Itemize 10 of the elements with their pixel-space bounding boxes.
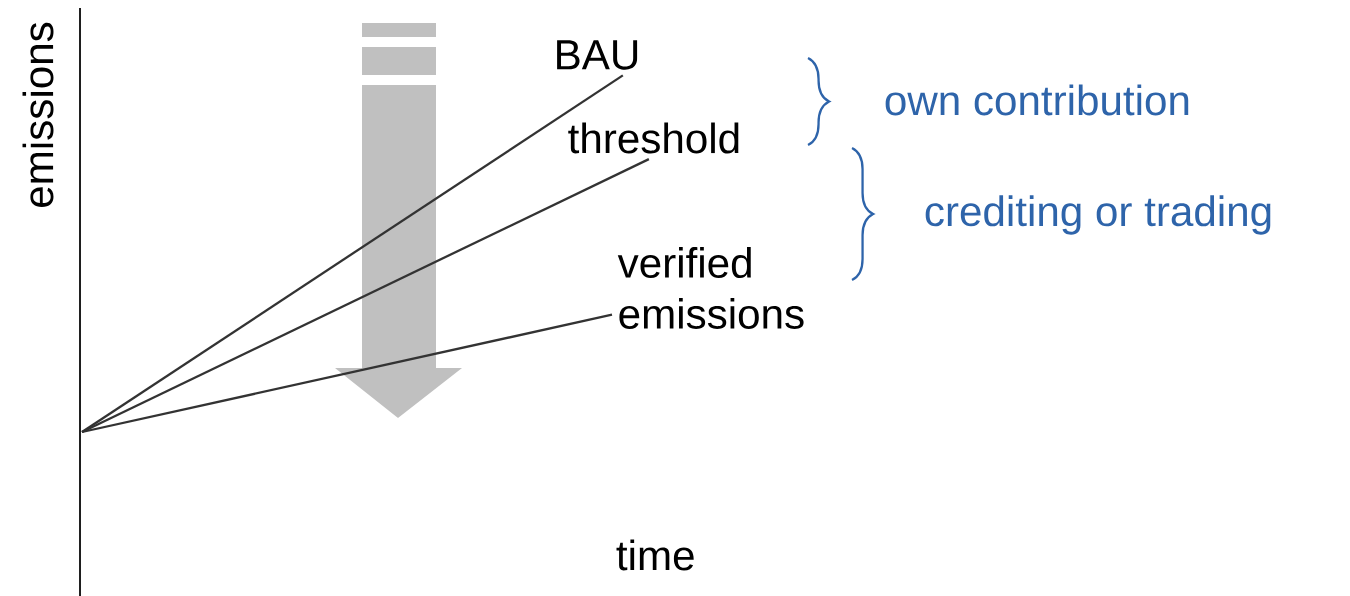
- line-label: BAU: [557, 40, 638, 70]
- trend-line: [81, 313, 613, 434]
- axis-label: emissions: [22, 22, 54, 207]
- trend-line: [81, 74, 624, 433]
- brace-label: own contribution: [885, 84, 1189, 116]
- axis-label: time: [616, 539, 694, 571]
- trend-line: [81, 158, 650, 434]
- line-label: verified emissions: [617, 247, 804, 329]
- brace-label: crediting or trading: [925, 195, 1271, 235]
- line-label: threshold: [568, 122, 739, 154]
